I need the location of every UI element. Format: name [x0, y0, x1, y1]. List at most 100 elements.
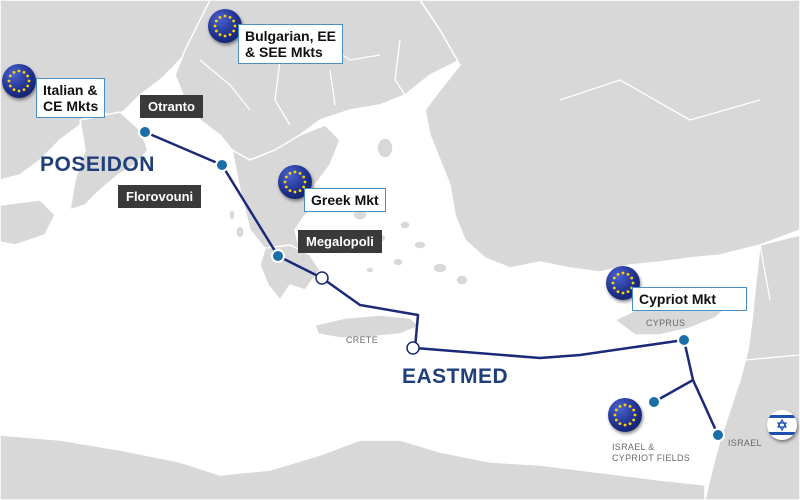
eu-star	[22, 88, 26, 92]
eu-star	[233, 24, 237, 28]
eu-star	[12, 88, 16, 92]
eu-star	[632, 408, 636, 412]
land-north-africa	[0, 434, 706, 500]
eu-star	[284, 175, 288, 179]
border-4	[394, 39, 406, 96]
eu-flag-icon	[606, 266, 640, 300]
eu-star	[298, 189, 302, 193]
eu-star	[623, 423, 627, 427]
eu-star	[623, 403, 627, 407]
cyprus-label: CYPRUS	[646, 318, 686, 328]
eu-star	[218, 15, 222, 19]
eu-star	[612, 286, 616, 290]
eu-star	[632, 418, 636, 422]
island-5	[413, 240, 427, 250]
node-israel	[711, 428, 725, 442]
border-3	[329, 69, 336, 106]
island-6	[392, 257, 404, 267]
eu-star	[218, 33, 222, 37]
eu-star	[288, 171, 292, 175]
border-2	[274, 59, 291, 126]
eu-flag-icon	[208, 9, 242, 43]
island-8	[455, 274, 469, 286]
island-7	[432, 262, 448, 274]
eu-star	[613, 413, 617, 417]
eu-star	[214, 19, 218, 23]
node-otranto	[138, 125, 152, 139]
israel-flag-icon	[767, 410, 797, 440]
land-sicily	[0, 199, 56, 246]
node-florovouni	[215, 158, 229, 172]
eu-star	[214, 29, 218, 33]
eu-star	[298, 171, 302, 175]
node-fields	[647, 395, 661, 409]
eu-star	[12, 70, 16, 74]
eu-star	[17, 89, 21, 93]
eu-star	[626, 272, 630, 276]
eu-star	[626, 290, 630, 294]
megalopoli-label: Megalopoli	[298, 230, 382, 253]
cypriot-market-label: Cypriot Mkt	[632, 287, 747, 311]
eu-star	[8, 74, 12, 78]
eu-star	[303, 180, 307, 184]
island-10	[365, 266, 375, 274]
eu-star	[293, 190, 297, 194]
eu-star	[621, 271, 625, 275]
eu-star	[27, 79, 31, 83]
eu-star	[614, 408, 618, 412]
island-4	[399, 220, 411, 230]
island-11	[235, 225, 245, 239]
island-12	[228, 209, 236, 221]
eu-star	[17, 69, 21, 73]
eu-star	[22, 70, 26, 74]
florovouni-label: Florovouni	[118, 185, 202, 208]
eu-flag-icon	[608, 398, 642, 432]
eu-star	[283, 180, 287, 184]
node-cyprus	[677, 333, 691, 347]
greek-market-label: Greek Mkt	[304, 188, 386, 212]
eu-star	[618, 404, 622, 408]
border-5	[199, 59, 251, 111]
border-8	[744, 354, 800, 361]
border-6	[559, 79, 761, 121]
eu-star	[616, 272, 620, 276]
eu-star	[8, 84, 12, 88]
eu-star	[616, 290, 620, 294]
land-puglia	[69, 111, 149, 212]
eu-star	[223, 14, 227, 18]
eu-star	[7, 79, 11, 83]
eu-star	[611, 281, 615, 285]
land-crete	[314, 314, 422, 339]
poseidon-label: POSEIDON	[40, 153, 155, 176]
eu-star	[618, 422, 622, 426]
otranto-label: Otranto	[140, 95, 203, 118]
node-greek-landfall	[271, 249, 285, 263]
eu-star	[630, 276, 634, 280]
israel-label: ISRAEL	[728, 438, 762, 448]
eu-star	[628, 422, 632, 426]
node-crete	[406, 341, 420, 355]
eu-star	[633, 413, 637, 417]
eu-flag-icon	[2, 64, 36, 98]
eu-star	[621, 291, 625, 295]
eu-star	[284, 185, 288, 189]
node-megalopoli	[315, 271, 329, 285]
eu-star	[302, 185, 306, 189]
eu-star	[232, 19, 236, 23]
eu-star	[223, 34, 227, 38]
eu-star	[228, 33, 232, 37]
eu-star	[628, 404, 632, 408]
island-1	[376, 137, 394, 159]
eu-star	[26, 84, 30, 88]
bulgarian-market-label: Bulgarian, EE & SEE Mkts	[238, 24, 344, 64]
eu-star	[612, 276, 616, 280]
eu-star	[232, 29, 236, 33]
pipeline-branch	[653, 378, 694, 404]
eastmed-label: EASTMED	[402, 365, 509, 388]
land-turkey	[419, 0, 800, 273]
eu-star	[228, 15, 232, 19]
italian-market-label: Italian & CE Mkts	[36, 78, 106, 118]
eu-star	[288, 189, 292, 193]
